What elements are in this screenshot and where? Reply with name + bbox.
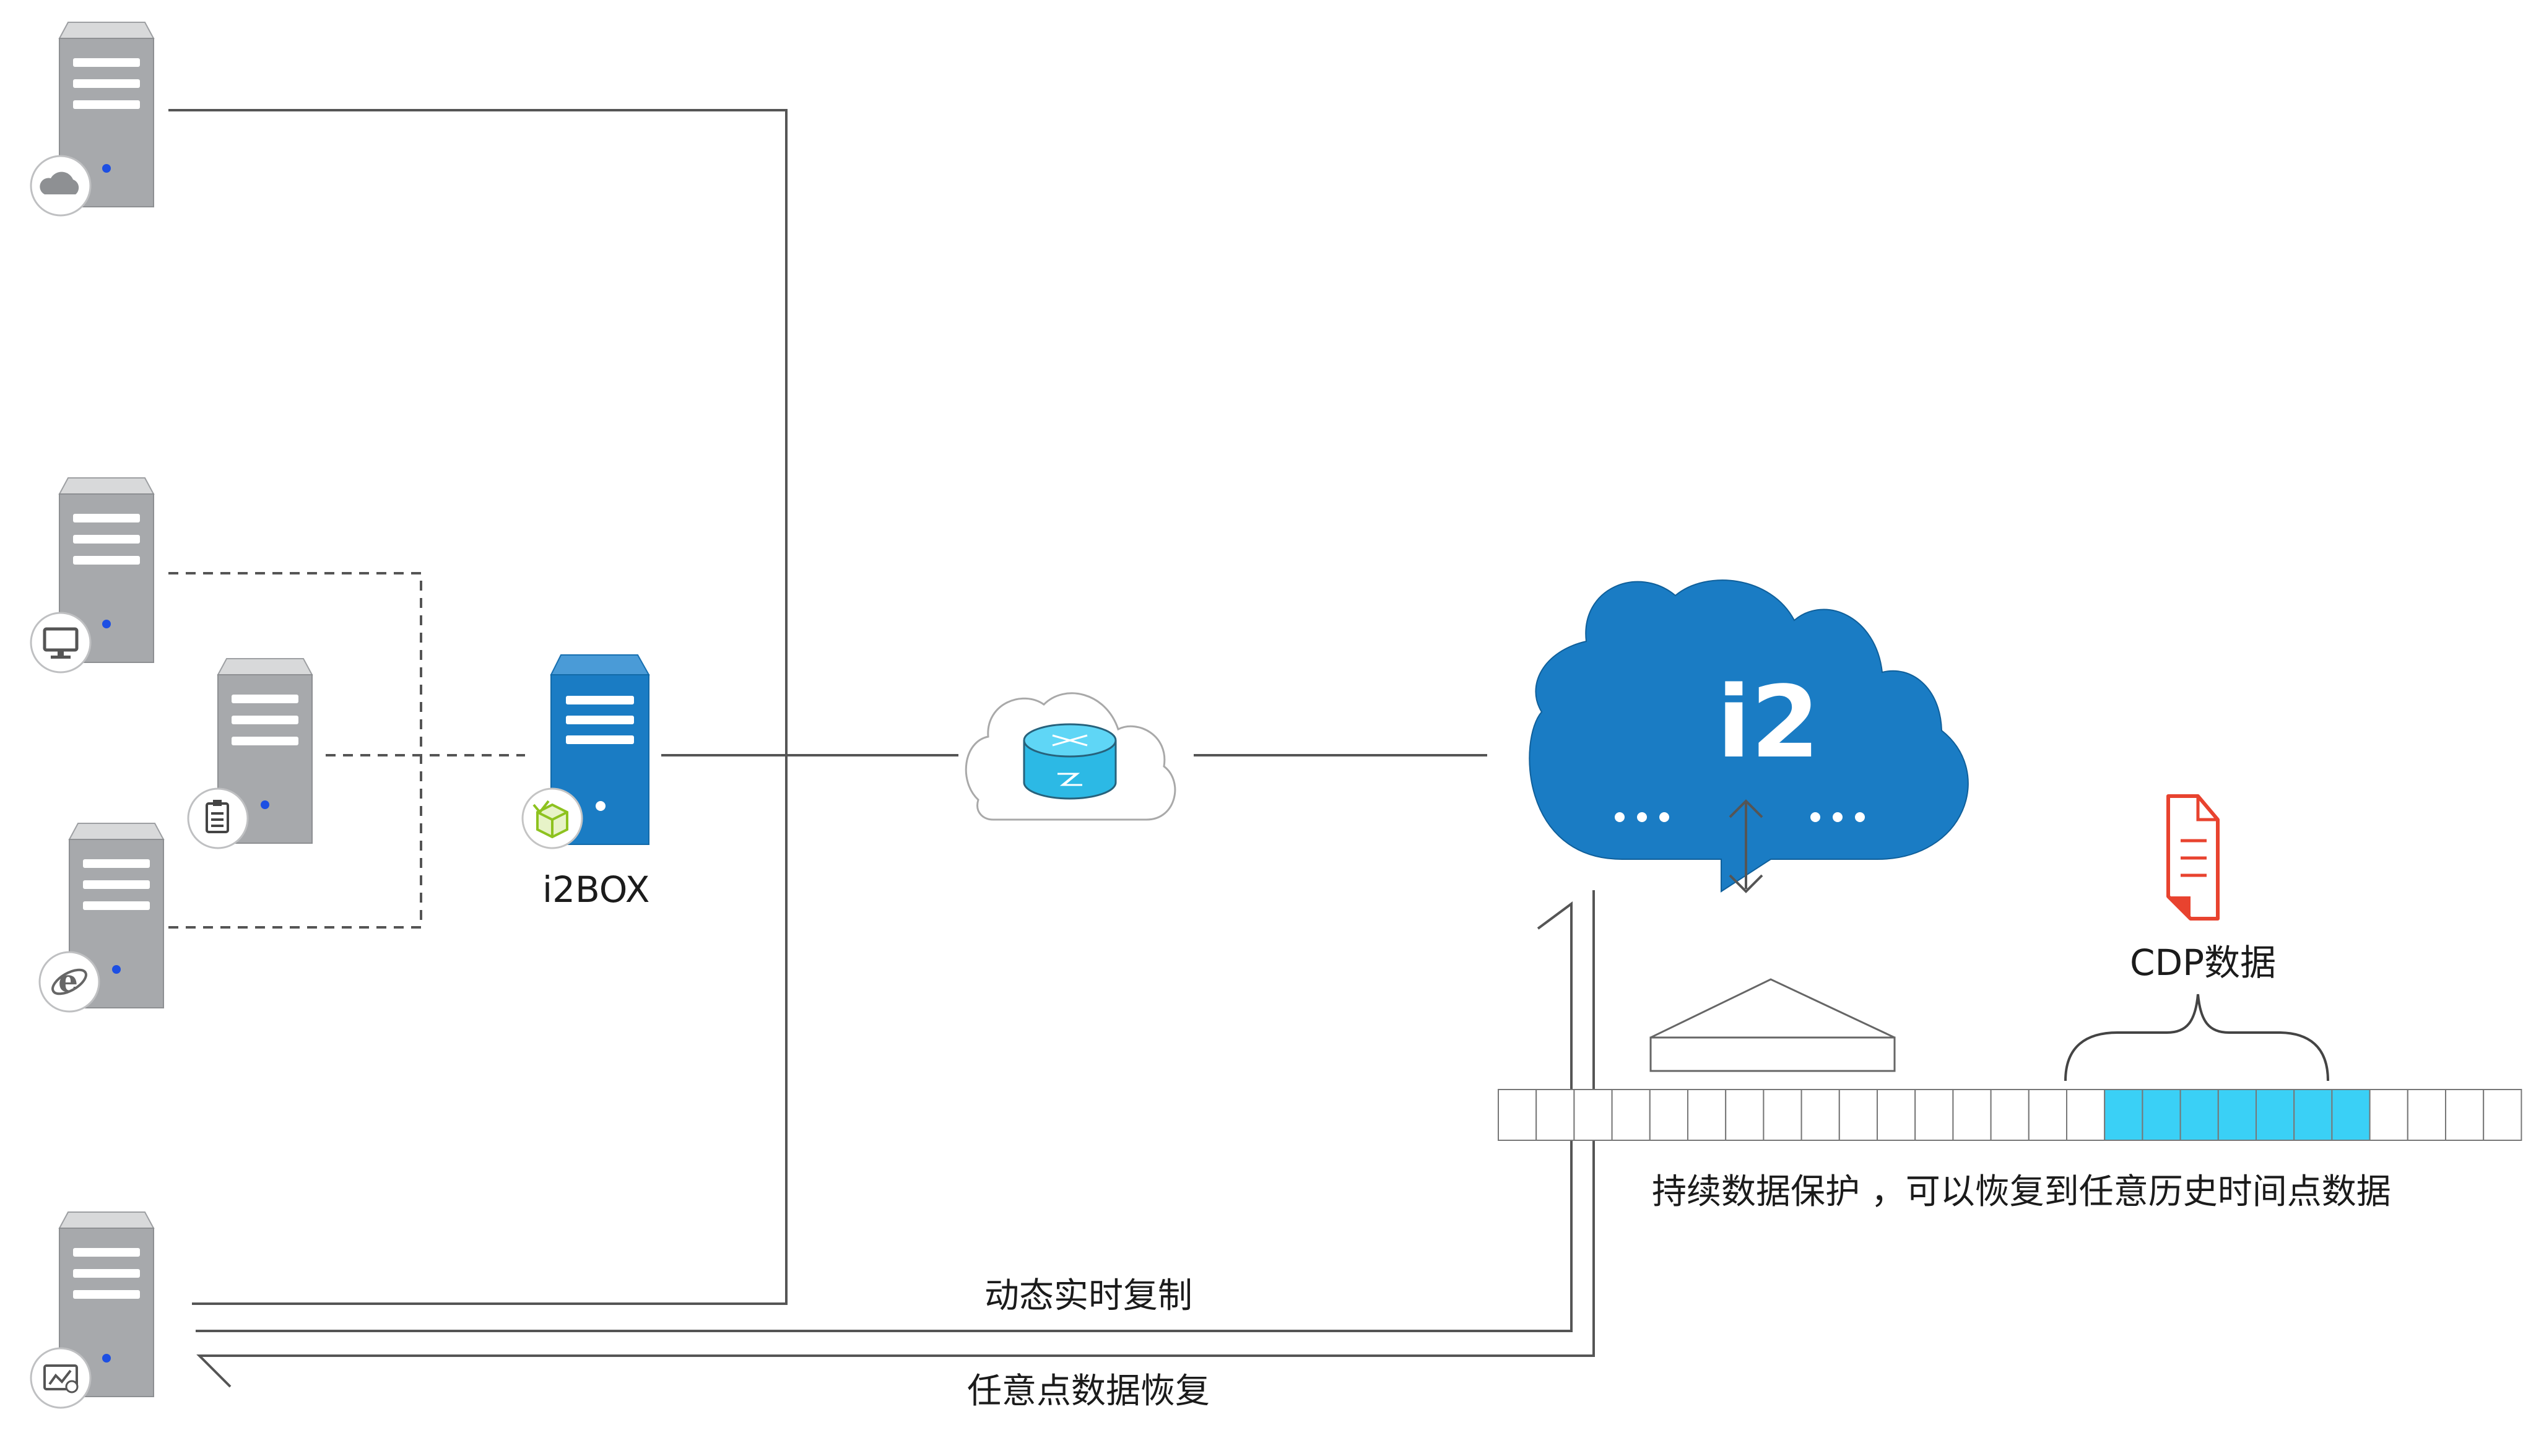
timeline-cell [2066,1089,2106,1141]
package-icon [532,800,568,839]
timeline-cell [1649,1089,1689,1141]
timeline-cell [1498,1089,1537,1141]
chart-badge [30,1347,92,1409]
timeline-cell [2407,1089,2447,1141]
dashed-lan-lines [168,572,525,929]
i2box-label: i2BOX [542,869,650,911]
cdp-highlight-cell [2293,1089,2333,1141]
timeline-cell [1611,1089,1651,1141]
timeline-cell [1800,1089,1840,1141]
i2-cloud: i2 [1529,579,1969,893]
i2box-server [521,654,650,849]
timeline-cell [2028,1089,2068,1141]
cloud-icon [40,171,79,194]
cdp-highlight-cell [2179,1089,2219,1141]
point-in-time-recovery-label: 任意点数据恢复 [967,1371,1210,1411]
timeline-cell [1877,1089,1916,1141]
top-server-link [168,109,788,1305]
replication-line [196,901,1573,1332]
monitor-icon [43,627,79,659]
router-cloud [965,692,1176,821]
cloud-label: i2 [1717,664,1820,780]
ie-browser-icon: e [51,963,87,999]
cdp-curly-brace [2064,994,2329,1081]
cloud-badge [30,155,92,217]
document-badge [187,787,249,849]
server-cloud [30,22,154,217]
package-badge [521,787,583,849]
timeline-cell [1687,1089,1727,1141]
ie-badge: e [38,951,100,1013]
document-icon [206,800,229,833]
cdp-highlight-cell [2217,1089,2257,1141]
cdp-highlight-cell [2256,1089,2295,1141]
cdp-highlight-cell [2104,1089,2143,1141]
server-desktop [30,477,154,674]
timeline-cell [1763,1089,1802,1141]
timeline-cell [1952,1089,1992,1141]
timeline-cell [1725,1089,1765,1141]
cdp-timeline [1498,1089,2522,1141]
timeline-cell [2445,1089,2485,1141]
cloud-dots [1615,812,1865,822]
connection-lines [168,109,1595,1388]
timeline-cell [2369,1089,2408,1141]
timeline-cell [1535,1089,1575,1141]
recovery-line [196,890,1595,1388]
server-monitoring [30,1211,154,1409]
cdp-highlight-cell [2331,1089,2371,1141]
server-web: e [38,823,164,1013]
bidirectional-arrow-icon [1729,799,1763,893]
realtime-replication-label: 动态实时复制 [984,1276,1192,1316]
chart-icon [43,1364,79,1393]
continuous-protection-caption: 持续数据保护 ，可以恢复到任意历史时间点数据 [1652,1172,2391,1212]
snapshot-marker [1649,978,1896,1072]
server-document [187,658,313,849]
monitor-badge [30,612,92,674]
timeline-cell [1838,1089,1878,1141]
timeline-cell [1990,1089,2030,1141]
cdp-document-icon [2166,794,2220,921]
timeline-cell [1914,1089,1954,1141]
cdp-highlight-cell [2142,1089,2181,1141]
timeline-cell [1573,1089,1613,1141]
cdp-data-label: CDP数据 [2130,942,2277,984]
router-icon [1023,723,1117,800]
timeline-cell [2483,1089,2522,1141]
